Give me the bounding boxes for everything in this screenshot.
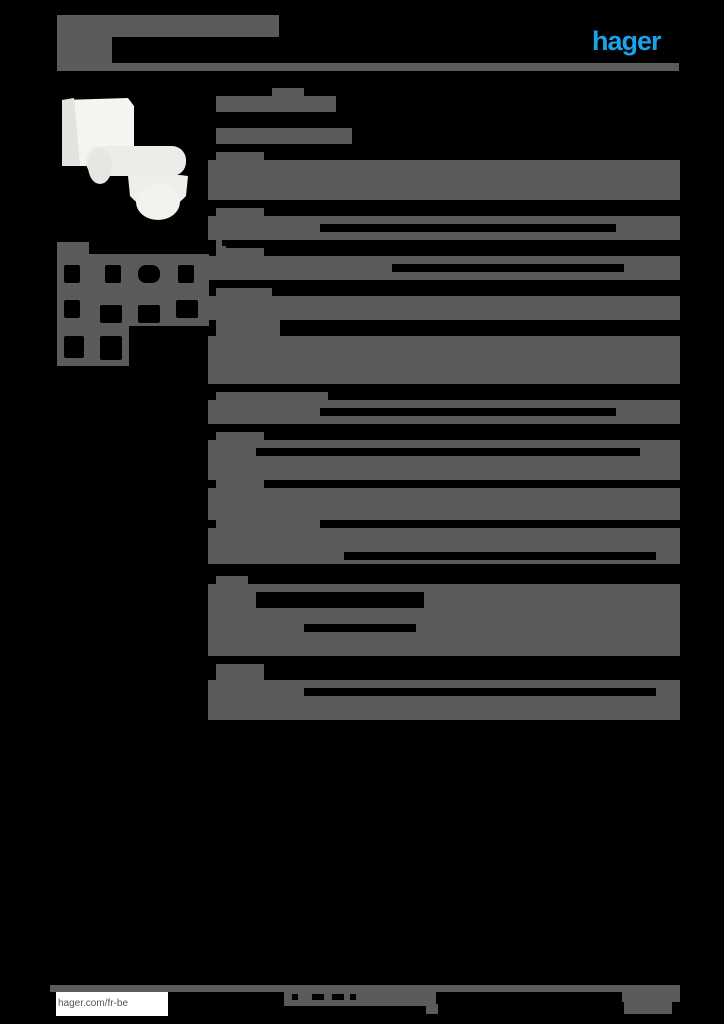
footer-url-link[interactable]: hager.com/fr-be xyxy=(56,992,168,1016)
feature-icon-6 xyxy=(100,305,122,323)
section-9-heading xyxy=(216,576,248,586)
motion-detector-icon xyxy=(62,98,188,220)
product-title xyxy=(272,88,304,96)
header-rule xyxy=(57,63,679,71)
feature-icon-9 xyxy=(64,336,84,358)
feature-icon-8 xyxy=(176,300,198,318)
title-block xyxy=(57,28,279,37)
section-6-heading xyxy=(216,392,328,402)
feature-icon-4 xyxy=(178,265,194,283)
feature-icon-7 xyxy=(138,305,160,323)
subtitle-block xyxy=(57,36,112,66)
section-1-heading xyxy=(216,152,264,162)
section-5-heading xyxy=(216,320,280,336)
section-8-sub xyxy=(216,520,320,530)
section-7-body xyxy=(208,440,680,480)
section-5-body xyxy=(208,336,680,384)
section-10-heading xyxy=(216,664,264,680)
section-3-heading xyxy=(216,248,264,258)
footer-center-block xyxy=(426,1004,438,1014)
section-8-body xyxy=(208,488,680,520)
product-title xyxy=(216,96,336,112)
footer-page-number xyxy=(622,992,680,1002)
footer-page-number xyxy=(624,1000,672,1014)
section-7-heading xyxy=(216,432,264,442)
hager-logo: hager xyxy=(592,26,662,56)
title-block xyxy=(57,15,279,30)
feature-icon-1 xyxy=(64,265,80,283)
footer-rule xyxy=(50,985,680,992)
section-4-body xyxy=(208,296,680,320)
section-1-body xyxy=(208,160,680,200)
feature-icon-2 xyxy=(105,265,121,283)
feature-icon-5 xyxy=(64,300,80,318)
feature-icon-3 xyxy=(138,265,160,283)
section-7-sub xyxy=(216,480,264,490)
section-4-heading xyxy=(216,288,272,298)
section-10-body xyxy=(208,680,680,720)
footer-center-block xyxy=(284,992,436,1006)
feature-icon-10 xyxy=(100,336,122,360)
section-2-heading xyxy=(216,208,264,218)
product-subtitle xyxy=(216,128,352,144)
product-image xyxy=(58,96,198,226)
